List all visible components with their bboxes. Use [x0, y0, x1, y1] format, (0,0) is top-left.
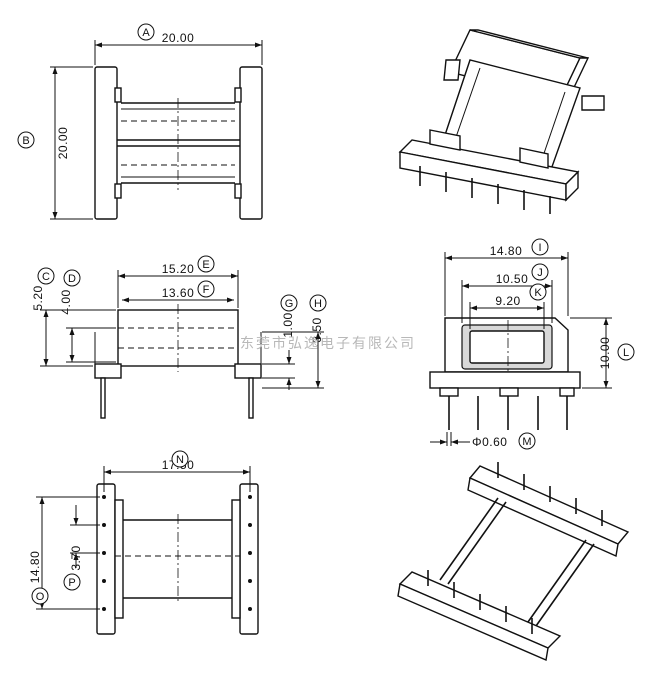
dim-e-value: 15.20 [162, 262, 195, 276]
dim-b-label: B [22, 135, 29, 147]
dim-h-label: H [314, 298, 322, 310]
dim-c-label: C [42, 271, 50, 283]
dim-g-value: 1.00 [281, 312, 295, 337]
dim-o-value: 14.80 [28, 551, 42, 584]
dim-k-value: 9.20 [495, 294, 520, 308]
dim-f-value: 13.60 [162, 286, 195, 300]
dim-d-value: 4.00 [59, 289, 73, 314]
dim-p-label: P [68, 577, 75, 589]
dim-h-value: 3.50 [310, 317, 324, 342]
dim-d-label: D [68, 273, 76, 285]
dim-o-label: O [36, 591, 45, 603]
dim-l-value: 10.00 [598, 337, 612, 370]
pin-holes [102, 495, 252, 611]
dim-j-label: J [537, 267, 543, 279]
isometric-view-top [398, 29, 605, 214]
bottom-view: 17.50 N 14.80 O 3.70 P [28, 450, 259, 635]
dim-e-label: E [202, 259, 209, 271]
dim-i-value: 14.80 [490, 244, 523, 258]
dim-p-value: 3.70 [69, 545, 83, 570]
dim-b-value: 20.00 [56, 127, 70, 160]
dim-m-label: M [522, 436, 531, 448]
dim-m-value: Φ0.60 [472, 435, 507, 449]
dim-n-label: N [176, 454, 184, 466]
side-view: 14.80 I 10.50 J 9.20 K 10.00 L [429, 238, 635, 450]
dim-l-label: L [623, 347, 629, 359]
dim-g-label: G [285, 298, 294, 310]
dim-a-value: 20.00 [162, 31, 195, 45]
dim-k-label: K [534, 287, 542, 299]
top-view: 20.00 A 20.00 B [17, 23, 263, 220]
front-view: 15.20 E 13.60 F 5.20 C 4.00 D 1.0 [31, 255, 327, 419]
dim-c-value: 5.20 [31, 285, 45, 310]
dim-f-label: F [203, 284, 210, 296]
isometric-view-bottom [397, 462, 630, 661]
dim-j-value: 10.50 [496, 272, 529, 286]
watermark-text: 东莞市弘逸电子有限公司 [240, 335, 416, 351]
dim-i-label: I [538, 242, 541, 254]
dim-a-label: A [142, 27, 150, 39]
